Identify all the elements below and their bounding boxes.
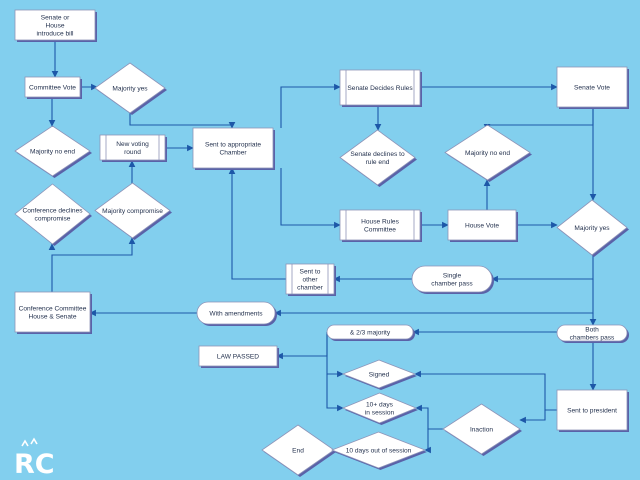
node-label: other — [302, 276, 318, 283]
flowchart-edges — [48, 40, 597, 454]
node-label: Sent to president — [567, 407, 617, 414]
node-label: introduce bill — [36, 30, 74, 37]
flow-arrow-9 — [280, 83, 341, 128]
node-majority-compromise: Majority compromise — [94, 182, 172, 240]
flow-arrow-8 — [51, 237, 136, 292]
node-majority-yes-2: Majority yes — [556, 199, 629, 257]
flow-arrow-3 — [129, 111, 236, 129]
node-inaction: Inaction — [442, 403, 522, 456]
flow-arrow-18 — [491, 255, 594, 283]
node-label: House & Senate — [28, 313, 76, 320]
node-label: chambers pass — [570, 334, 615, 341]
node-law-passed: LAW PASSED — [198, 345, 279, 368]
rc-logo: RC — [14, 437, 55, 480]
node-label: 10+ days — [366, 401, 394, 408]
flow-arrow-27 — [276, 332, 328, 360]
node-label: Majority yes — [112, 85, 148, 92]
node-label: Majority no end — [465, 150, 510, 157]
node-majority-no-end-1: Majority no end — [14, 125, 92, 178]
flow-arrow-32 — [424, 428, 443, 454]
node-label: 10 days out of session — [346, 447, 412, 454]
flow-arrow-31 — [415, 404, 443, 430]
node-committee-vote: Committee Vote — [24, 76, 82, 99]
node-label: chamber — [297, 284, 323, 291]
node-two-thirds-majority: & 2/3 majority — [326, 324, 415, 341]
node-label: With amendments — [209, 310, 263, 317]
node-label: in session — [365, 409, 395, 416]
node-label: Committee Vote — [29, 84, 76, 91]
node-label: Single — [443, 272, 462, 279]
rc-logo-mark-icon — [21, 437, 38, 447]
node-majority-no-end-2: Majority no end — [444, 124, 532, 182]
node-label: Both — [585, 326, 599, 333]
node-label: House — [45, 22, 64, 29]
node-label: Conference Committee — [19, 305, 87, 312]
node-label: Senate Decides Rules — [347, 85, 413, 92]
flow-arrow-20 — [228, 167, 286, 280]
node-house-vote: House Vote — [447, 209, 518, 242]
node-end: End — [261, 424, 336, 477]
flow-arrow-28 — [326, 374, 344, 412]
node-sent-to-president: Sent to president — [556, 389, 629, 432]
node-label: Majority yes — [574, 225, 610, 232]
node-label: End — [292, 447, 304, 454]
node-signed: Signed — [341, 359, 417, 390]
node-label: Signed — [369, 371, 390, 378]
node-label: Senate Vote — [574, 84, 610, 91]
node-label: Committee — [364, 226, 396, 233]
node-label: Conference declines — [22, 207, 83, 214]
flow-arrow-10 — [280, 168, 341, 229]
node-senate-vote: Senate Vote — [556, 66, 629, 109]
node-label: Sent to appropriate — [205, 141, 261, 148]
flow-arrow-16 — [483, 107, 594, 131]
flow-arrow-30 — [519, 410, 546, 424]
node-ten-days-out: 10 days out of session — [330, 431, 427, 470]
node-majority-yes-1: Majority yes — [94, 62, 167, 115]
node-label: New voting — [116, 141, 149, 148]
node-label: LAW PASSED — [217, 353, 259, 360]
node-label: round — [124, 149, 141, 156]
node-senate-decides-rules: Senate Decides Rules — [339, 69, 422, 107]
node-label: rule end — [366, 159, 390, 166]
node-label: House Vote — [465, 222, 499, 229]
node-label: House Rules — [361, 218, 399, 225]
rc-logo-text: RC — [14, 449, 55, 480]
node-label: & 2/3 majority — [350, 329, 391, 336]
node-label: Sent to — [300, 268, 321, 275]
node-label: compromise — [35, 215, 71, 222]
node-label: Senate declines to — [350, 151, 405, 158]
node-with-amendments: With amendments — [196, 301, 277, 326]
node-label: chamber pass — [431, 280, 473, 287]
node-label: Chamber — [219, 149, 247, 156]
node-label: Majority compromise — [102, 208, 163, 215]
node-label: Senate or — [41, 14, 70, 21]
flow-arrow-29 — [414, 370, 557, 411]
node-label: Inaction — [470, 426, 493, 433]
node-label: Majority no end — [30, 148, 75, 155]
